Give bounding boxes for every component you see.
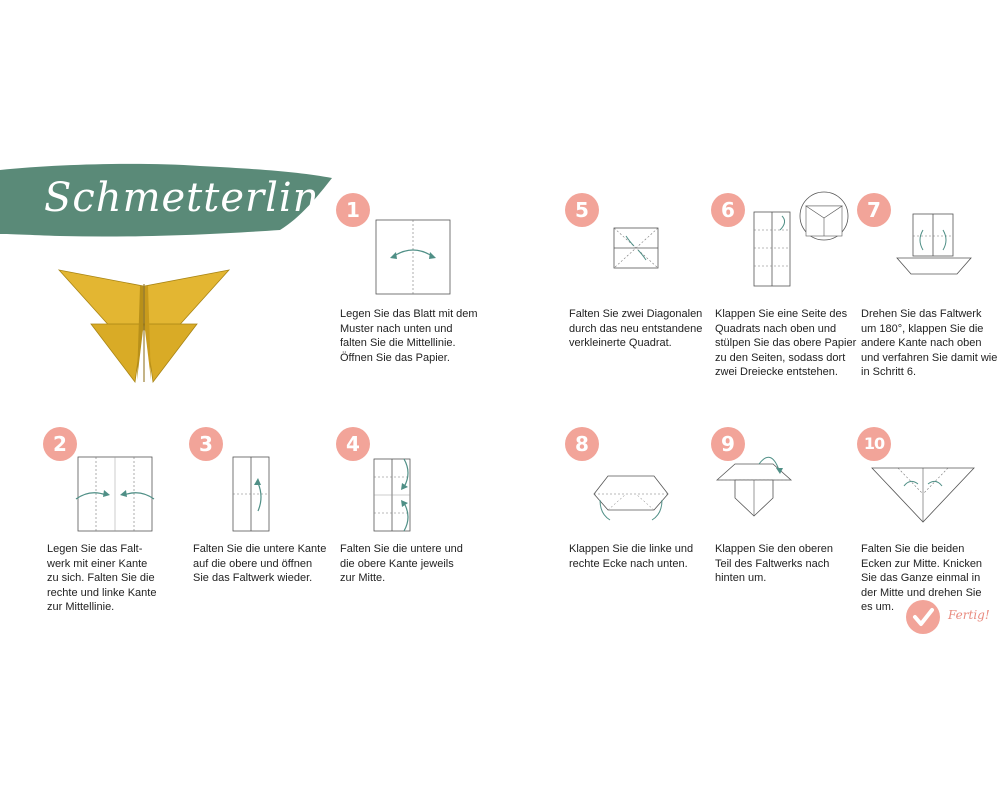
step-7-text: Drehen Sie das Faltwerk um 180°, klappen… — [861, 308, 998, 378]
step-10-diagram — [871, 467, 975, 523]
step-3-diagram — [232, 456, 270, 532]
step-2-text: Legen Sie das Falt- werk mit einer Kante… — [47, 543, 157, 613]
step-9-badge: 9 — [711, 427, 745, 461]
step-2-badge: 2 — [43, 427, 77, 461]
step-6-diagram — [753, 191, 849, 287]
step-10-badge: 10 — [857, 427, 891, 461]
step-7-badge: 7 — [857, 193, 891, 227]
step-8-badge: 8 — [565, 427, 599, 461]
title-banner — [0, 163, 332, 237]
step-5-diagram — [613, 227, 659, 269]
step-2-diagram — [75, 456, 155, 532]
step-5-text: Falten Sie zwei Diagonalen durch das neu… — [569, 308, 703, 349]
step-1-text: Legen Sie das Blatt mit dem Muster nach … — [340, 308, 478, 364]
step-3-text: Falten Sie die untere Kante auf die ober… — [193, 543, 327, 584]
step-10-text: Falten Sie die beiden Ecken zur Mitte. K… — [861, 543, 983, 613]
step-6-badge: 6 — [711, 193, 745, 227]
done-label: Fertig! — [948, 608, 990, 622]
checkmark-icon — [906, 600, 940, 634]
step-9-text: Klappen Sie den oberen Teil des Faltwerk… — [715, 543, 834, 584]
step-9-diagram — [715, 456, 793, 517]
step-3-badge: 3 — [189, 427, 223, 461]
step-1-diagram — [375, 219, 451, 295]
step-5-badge: 5 — [565, 193, 599, 227]
step-1-badge: 1 — [336, 193, 370, 227]
step-8-diagram — [593, 475, 669, 521]
step-4-badge: 4 — [336, 427, 370, 461]
page-title: Schmetterling — [44, 175, 347, 221]
step-8-text: Klappen Sie die linke und rechte Ecke na… — [569, 543, 694, 570]
butterfly-illustration — [57, 269, 231, 384]
step-6-text: Klappen Sie eine Seite des Quadrats nach… — [715, 308, 857, 378]
step-4-diagram — [373, 458, 411, 532]
step-7-diagram — [896, 213, 972, 275]
step-4-text: Falten Sie die untere und die obere Kant… — [340, 543, 463, 584]
